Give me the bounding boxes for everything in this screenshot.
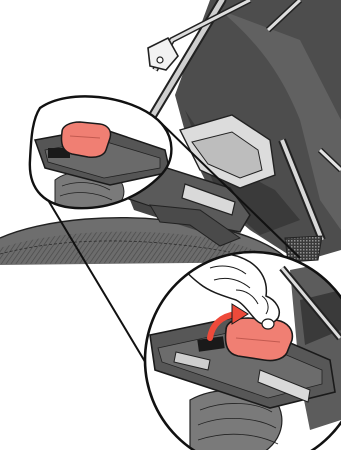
release-button-upper bbox=[61, 122, 110, 157]
detail-callout-lower bbox=[140, 250, 341, 450]
release-button-lower bbox=[226, 318, 293, 361]
